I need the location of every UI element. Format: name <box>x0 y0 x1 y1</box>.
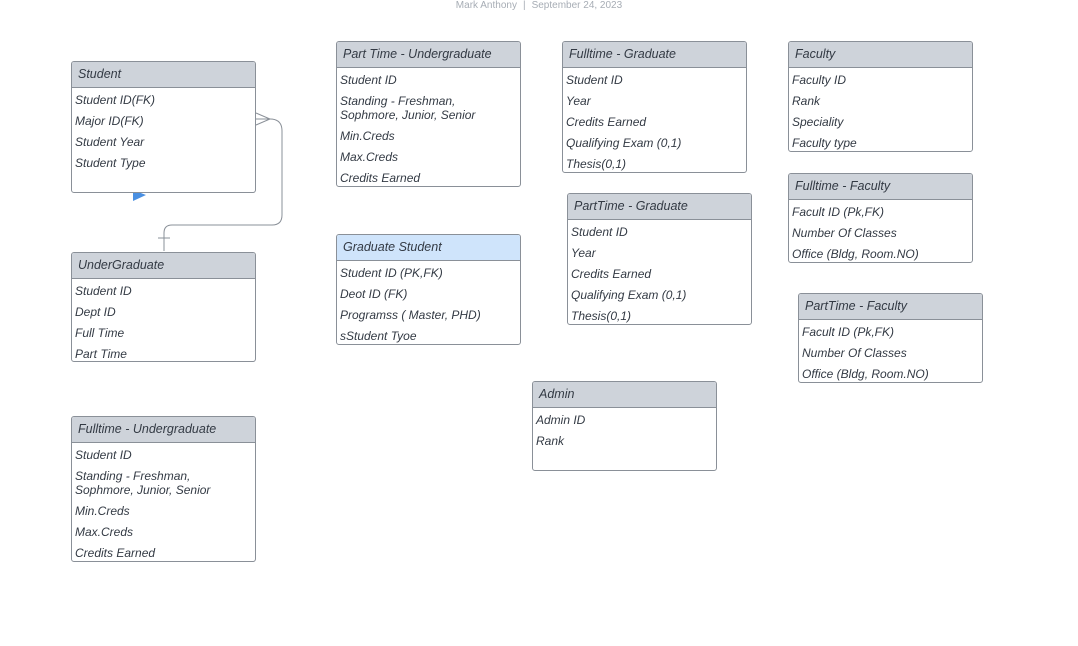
entity-field: Credits Earned <box>571 266 652 281</box>
entity-field: Number Of Classes <box>792 225 897 240</box>
entity-field: Student ID <box>75 283 132 298</box>
entity-fields: Facult ID (Pk,FK) Number Of Classes Offi… <box>789 200 972 262</box>
entity-title: Part Time - Undergraduate <box>337 42 520 68</box>
entity-fields: Faculty ID Rank Speciality Faculty type <box>789 68 972 151</box>
entity-fulltime-graduate[interactable]: Fulltime - Graduate Student ID Year Cred… <box>562 41 747 173</box>
entity-field: Facult ID (Pk,FK) <box>792 204 885 219</box>
entity-fields: Student ID (PK,FK) Deot ID (FK) Programs… <box>337 261 520 344</box>
document-header: Mark Anthony | September 24, 2023 <box>0 0 1078 12</box>
entity-field: Standing - Freshman, Sophmore, Junior, S… <box>340 93 476 122</box>
entity-parttime-undergraduate[interactable]: Part Time - Undergraduate Student ID Sta… <box>336 41 521 187</box>
entity-admin[interactable]: Admin Admin ID Rank <box>532 381 717 471</box>
entity-fields: Student ID Dept ID Full Time Part Time <box>72 279 255 361</box>
entity-field: Standing - Freshman, Sophmore, Junior, S… <box>75 468 211 497</box>
entity-fields: Student ID Year Credits Earned Qualifyin… <box>568 220 751 324</box>
entity-field: Full Time <box>75 325 125 340</box>
entity-field: Student ID <box>75 447 132 462</box>
entity-student[interactable]: Student Student ID(FK) Major ID(FK) Stud… <box>71 61 256 193</box>
entity-fulltime-faculty[interactable]: Fulltime - Faculty Facult ID (Pk,FK) Num… <box>788 173 973 263</box>
crowfoot-many-marker <box>255 112 272 126</box>
author-name: Mark Anthony <box>455 0 517 11</box>
entity-field: Year <box>571 245 596 260</box>
entity-field: Rank <box>536 433 565 448</box>
entity-field: Student ID <box>571 224 628 239</box>
entity-field: Max.Creds <box>75 524 134 539</box>
entity-fields: Student ID Standing - Freshman, Sophmore… <box>72 443 255 561</box>
entity-field: Facult ID (Pk,FK) <box>802 324 895 339</box>
header-separator: | <box>522 0 526 11</box>
entity-fields: Student ID(FK) Major ID(FK) Student Year… <box>72 88 255 173</box>
entity-field: Year <box>566 93 591 108</box>
document-date: September 24, 2023 <box>531 0 623 11</box>
entity-parttime-graduate[interactable]: PartTime - Graduate Student ID Year Cred… <box>567 193 752 325</box>
entity-title: Fulltime - Graduate <box>563 42 746 68</box>
entity-title: Student <box>72 62 255 88</box>
entity-field: Student ID <box>566 72 623 87</box>
entity-field: Qualifying Exam (0,1) <box>571 287 687 302</box>
entity-title: PartTime - Graduate <box>568 194 751 220</box>
entity-field: Deot ID (FK) <box>340 286 408 301</box>
entity-field: Credits Earned <box>340 170 421 185</box>
entity-field: Min.Creds <box>75 503 130 518</box>
entity-field: Max.Creds <box>340 149 399 164</box>
entity-title: PartTime - Faculty <box>799 294 982 320</box>
entity-field: Faculty ID <box>792 72 847 87</box>
entity-field: Student Year <box>75 134 145 149</box>
entity-field: Student ID <box>340 72 397 87</box>
entity-field: Part Time <box>75 346 127 361</box>
entity-field: Rank <box>792 93 821 108</box>
entity-field: Student ID (PK,FK) <box>340 265 443 280</box>
entity-field: Thesis(0,1) <box>566 156 627 171</box>
entity-field: Office (Bldg, Room.NO) <box>792 246 919 261</box>
entity-field: Min.Creds <box>340 128 395 143</box>
entity-fields: Admin ID Rank <box>533 408 716 451</box>
entity-field: Major ID(FK) <box>75 113 144 128</box>
entity-title: Faculty <box>789 42 972 68</box>
entity-title: Admin <box>533 382 716 408</box>
entity-field: Programss ( Master, PHD) <box>340 307 481 322</box>
entity-field: Student ID(FK) <box>75 92 156 107</box>
entity-fulltime-undergraduate[interactable]: Fulltime - Undergraduate Student ID Stan… <box>71 416 256 562</box>
entity-title: Fulltime - Faculty <box>789 174 972 200</box>
entity-field: Thesis(0,1) <box>571 308 632 323</box>
entity-field: Qualifying Exam (0,1) <box>566 135 682 150</box>
entity-parttime-faculty[interactable]: PartTime - Faculty Facult ID (Pk,FK) Num… <box>798 293 983 383</box>
student-undergraduate-connector[interactable] <box>163 118 283 251</box>
entity-field: Admin ID <box>536 412 586 427</box>
entity-field: Dept ID <box>75 304 116 319</box>
entity-field: Speciality <box>792 114 844 129</box>
entity-field: Credits Earned <box>75 545 156 560</box>
entity-field: Number Of Classes <box>802 345 907 360</box>
entity-field: Faculty type <box>792 135 857 150</box>
entity-field: Student Type <box>75 155 146 170</box>
entity-field: Credits Earned <box>566 114 647 129</box>
entity-fields: Student ID Standing - Freshman, Sophmore… <box>337 68 520 186</box>
entity-undergraduate[interactable]: UnderGraduate Student ID Dept ID Full Ti… <box>71 252 256 362</box>
entity-fields: Student ID Year Credits Earned Qualifyin… <box>563 68 746 172</box>
entity-title: Fulltime - Undergraduate <box>72 417 255 443</box>
entity-faculty[interactable]: Faculty Faculty ID Rank Speciality Facul… <box>788 41 973 152</box>
entity-title: UnderGraduate <box>72 253 255 279</box>
entity-fields: Facult ID (Pk,FK) Number Of Classes Offi… <box>799 320 982 382</box>
entity-graduate-student[interactable]: Graduate Student Student ID (PK,FK) Deot… <box>336 234 521 345</box>
entity-field: sStudent Tyoe <box>340 328 417 343</box>
entity-title: Graduate Student <box>337 235 520 261</box>
entity-field: Office (Bldg, Room.NO) <box>802 366 929 381</box>
